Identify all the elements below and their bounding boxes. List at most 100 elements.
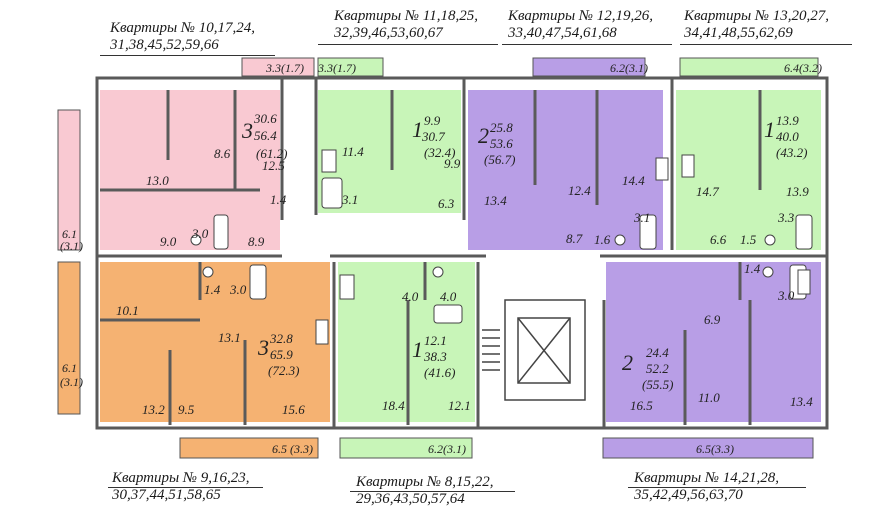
- caption-underline: [318, 44, 498, 45]
- balcony-area: 6.4(3.2): [784, 61, 822, 75]
- stove-icon: [797, 269, 811, 295]
- room-labels: 8.6 12.5 13.0 1.4 3.0 9.0 8.9 11.4 9.9 3…: [116, 144, 813, 417]
- room-area: 13.4: [790, 394, 813, 409]
- room-area: 13.0: [146, 173, 169, 188]
- apartment-rooms: 2: [622, 350, 633, 375]
- caption-line-2: 31,38,45,52,59,66: [110, 37, 219, 53]
- caption-line-2: 29,36,43,50,57,64: [356, 491, 465, 507]
- apartment-labels: 3 30.6 56.4 (61.2) 1 9.9 30.7 (32.4) 2 2…: [241, 111, 807, 392]
- apartment-label: 2 25.8 53.6 (56.7): [478, 120, 515, 167]
- bathtub-icon: [795, 214, 813, 250]
- room-area: 1.6: [594, 232, 611, 247]
- stair-flight: [482, 329, 500, 371]
- apartment-zone-pink: [100, 90, 280, 250]
- toilet-icon: [614, 234, 626, 246]
- apartment-living: 30.6: [253, 111, 277, 126]
- toilet-icon: [762, 266, 774, 278]
- bathtub-icon: [433, 304, 463, 324]
- apartment-balcony-total: (32.4): [424, 145, 455, 160]
- apartment-label: 3 30.6 56.4 (61.2): [241, 111, 287, 161]
- apartment-group-caption: Квартиры № 8,15,22, 29,36,43,50,57,64: [356, 474, 494, 508]
- apartment-total: 30.7: [421, 129, 445, 144]
- balcony-bottom-2: [339, 437, 473, 459]
- caption-underline: [108, 487, 263, 488]
- caption-underline: [502, 44, 672, 45]
- caption-line-1: Квартиры № 10,17,24,: [110, 20, 256, 36]
- apartment-label: 1 12.1 38.3 (41.6): [412, 333, 455, 380]
- apartment-living: 25.8: [490, 120, 513, 135]
- apartment-total: 53.6: [490, 136, 513, 151]
- caption-line-2: 32,39,46,53,60,67: [334, 25, 443, 41]
- apartment-rooms: 1: [412, 117, 423, 142]
- caption-underline: [628, 487, 806, 488]
- apartment-balcony-total: (41.6): [424, 365, 455, 380]
- caption-underline: [350, 491, 515, 492]
- bathtub-icon: [639, 214, 657, 250]
- walls: [95, 76, 829, 430]
- balcony-area: 3.3(1.7): [317, 61, 356, 75]
- caption-line-2: 33,40,47,54,61,68: [508, 25, 617, 41]
- apartment-label: 1 9.9 30.7 (32.4): [412, 113, 455, 160]
- room-area: 10.1: [116, 303, 139, 318]
- room-area: 3.1: [633, 210, 650, 225]
- room-area: 9.5: [178, 402, 195, 417]
- balcony-left-2: [57, 261, 81, 415]
- apartment-balcony-total: (56.7): [484, 152, 515, 167]
- room-area: 14.7: [696, 184, 719, 199]
- apartment-total: 40.0: [776, 129, 799, 144]
- room-area: 12.4: [568, 183, 591, 198]
- apartment-rooms: 2: [478, 123, 489, 148]
- balcony-area: (3.1): [60, 375, 83, 389]
- apartment-group-caption: Квартиры № 13,20,27, 34,41,48,55,62,69: [684, 8, 829, 42]
- caption-line-2: 30,37,44,51,58,65: [112, 487, 221, 503]
- apartment-zone-purple-2-wing: [606, 262, 710, 300]
- balcony-area: 6.2(3.1): [428, 442, 466, 456]
- apartment-balcony-total: (43.2): [776, 145, 807, 160]
- caption-line-2: 35,42,49,56,63,70: [634, 487, 743, 503]
- bathtub-icon: [249, 264, 267, 300]
- room-area: 3.0: [777, 288, 795, 303]
- balcony-area: (3.1): [60, 239, 83, 253]
- room-area: 6.3: [438, 196, 455, 211]
- room-area: 12.1: [448, 398, 471, 413]
- balcony-bottom-3: [602, 437, 814, 459]
- room-area: 13.2: [142, 402, 165, 417]
- room-area: 1.4: [744, 261, 761, 276]
- room-area: 14.4: [622, 173, 645, 188]
- apartment-group-caption: Квартиры № 11,18,25, 32,39,46,53,60,67: [334, 8, 478, 42]
- balcony-top-1: [241, 57, 315, 77]
- room-area: 11.4: [342, 144, 364, 159]
- caption-line-1: Квартиры № 12,19,26,: [508, 8, 654, 24]
- room-area: 12.5: [262, 158, 285, 173]
- balcony-area: 3.3(1.7): [265, 61, 304, 75]
- balcony-area: 6.5(3.3): [696, 442, 734, 456]
- balcony-area: 6.1: [62, 227, 77, 241]
- bathtub-icon: [213, 214, 229, 250]
- caption-underline: [680, 44, 852, 45]
- stove-icon: [681, 154, 695, 178]
- elevator-cabin: [517, 317, 571, 384]
- apartment-living: 24.4: [646, 345, 669, 360]
- apartment-living: 32.8: [269, 331, 293, 346]
- room-area: 9.9: [444, 156, 461, 171]
- room-area: 16.5: [630, 398, 653, 413]
- stove-icon: [339, 274, 355, 300]
- apartment-group-caption: Квартиры № 14,21,28, 35,42,49,56,63,70: [634, 470, 779, 504]
- balcony-area: 6.1: [62, 361, 77, 375]
- apartment-balcony-total: (61.2): [256, 146, 287, 161]
- room-area: 1.5: [740, 232, 757, 247]
- apartment-zone-purple-1: [468, 90, 663, 250]
- fixtures: [190, 149, 813, 345]
- caption-line-1: Квартиры № 14,21,28,: [634, 470, 780, 486]
- room-area: 3.1: [341, 192, 358, 207]
- caption-line-1: Квартиры № 9,16,23,: [112, 470, 250, 486]
- room-area: 15.6: [282, 402, 305, 417]
- caption-line-1: Квартиры № 11,18,25,: [334, 8, 478, 24]
- balcony-top-3: [532, 57, 646, 77]
- caption-line-1: Квартиры № 8,15,22,: [356, 474, 494, 490]
- room-area: 1.4: [204, 282, 221, 297]
- balcony-area: 6.2(3.1): [610, 61, 648, 75]
- apartment-group-caption: Квартиры № 9,16,23, 30,37,44,51,58,65: [112, 470, 250, 504]
- room-area: 8.6: [214, 146, 231, 161]
